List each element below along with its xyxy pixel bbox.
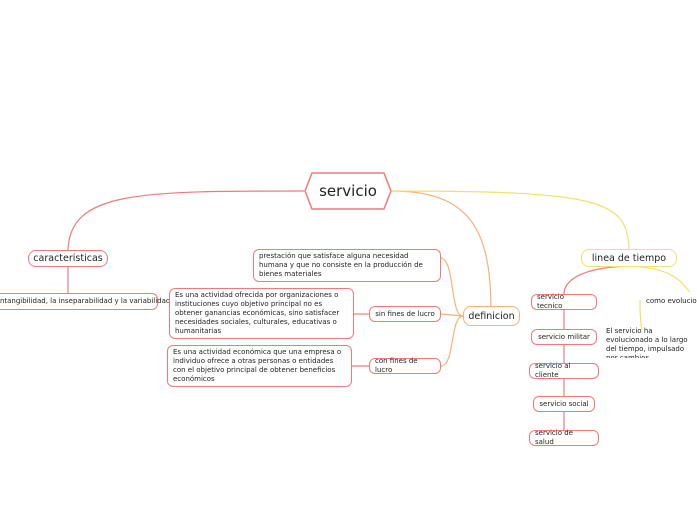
sin-fines-text: Es una actividad ofrecida por organizaci… [175,291,340,335]
node-sin-fines-text[interactable]: Es una actividad ofrecida por organizaci… [169,288,354,339]
como-evoluciono-label: como evolucionó [646,296,697,305]
node-caracteristicas-detail[interactable]: intangibilidad, la inseparabilidad y la … [0,293,170,310]
definicion-description-text: prestación que satisface alguna necesida… [259,252,423,278]
node-caracteristicas[interactable]: caracteristicas [28,250,108,267]
node-evolution-text[interactable]: El servicio ha evolucionado a lo largo d… [602,325,697,358]
node-timeline-item-1[interactable]: servicio militar [531,329,597,345]
con-fines-label: con fines de lucro [375,357,418,374]
node-timeline-item-2[interactable]: servicio al cliente [529,362,599,379]
caracteristicas-label: caracteristicas [33,253,103,264]
timeline-item-label: servicio tecnico [537,293,564,310]
timeline-item-label: servicio al cliente [535,362,571,379]
node-con-fines-text[interactable]: Es una actividad económica que una empre… [167,345,352,387]
root-node-servicio[interactable]: servicio [304,172,392,210]
node-sin-fines-de-lucro[interactable]: sin fines de lucro [369,306,441,322]
linea-de-tiempo-label: linea de tiempo [591,252,667,264]
node-definicion-description[interactable]: prestación que satisface alguna necesida… [253,249,441,282]
root-label: servicio [319,182,377,200]
node-timeline-item-4[interactable]: servicio de salud [529,429,599,446]
con-fines-text: Es una actividad económica que una empre… [173,348,342,383]
timeline-item-label: servicio de salud [535,429,573,446]
node-definicion[interactable]: definicion [463,306,520,326]
node-timeline-item-3[interactable]: servicio social [533,396,595,412]
timeline-item-label: servicio militar [538,332,590,341]
root-hexagon-shape [304,172,392,210]
node-como-evoluciono[interactable]: como evolucionó [642,294,697,308]
definicion-label: definicion [468,310,515,322]
caracteristicas-detail-text: intangibilidad, la inseparabilidad y la … [0,297,171,305]
node-timeline-item-0[interactable]: servicio tecnico [531,293,597,310]
node-con-fines-de-lucro[interactable]: con fines de lucro [369,357,441,374]
node-linea-de-tiempo[interactable]: linea de tiempo [581,249,677,267]
evolution-text: El servicio ha evolucionado a lo largo d… [606,327,688,358]
sin-fines-label: sin fines de lucro [375,309,435,318]
timeline-item-label: servicio social [539,399,589,408]
